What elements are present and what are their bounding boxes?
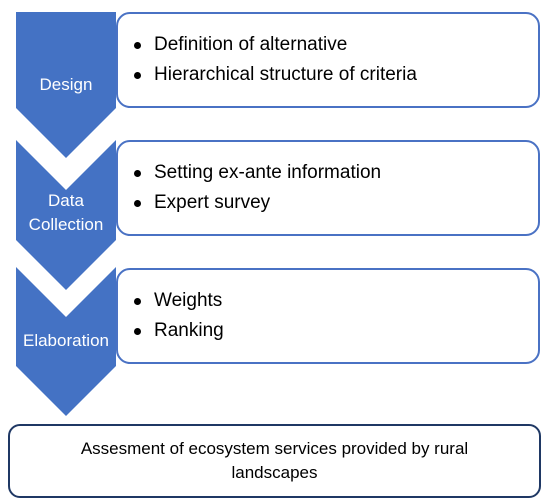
bullet-icon bbox=[134, 72, 141, 79]
list-item: Definition of alternative bbox=[118, 30, 538, 60]
bullet-text: Definition of alternative bbox=[154, 34, 348, 55]
bullet-text: Setting ex-ante information bbox=[154, 162, 382, 183]
outcome-box: Assesment of ecosystem services provided… bbox=[8, 424, 541, 498]
bullet-icon bbox=[134, 298, 141, 305]
step-box-elaboration: Weights Ranking bbox=[116, 268, 540, 364]
bullet-icon bbox=[134, 170, 141, 177]
step-label-data-collection-line-2: Collection bbox=[28, 215, 104, 234]
list-item: Setting ex-ante information bbox=[118, 158, 538, 188]
list-item: Hierarchical structure of criteria bbox=[118, 60, 538, 90]
outcome-text: Assesment of ecosystem services provided… bbox=[80, 439, 469, 482]
bullet-text: Weights bbox=[154, 290, 223, 311]
step-label-elaboration: Elaboration bbox=[22, 331, 109, 350]
step-box-data-collection: Setting ex-ante information Expert surve… bbox=[116, 140, 540, 236]
step-label-design: Design bbox=[39, 75, 93, 94]
bullet-text: Expert survey bbox=[154, 192, 271, 213]
bullet-icon bbox=[134, 328, 141, 335]
bullet-icon bbox=[134, 42, 141, 49]
step-label-data-collection-line-1: Data bbox=[48, 191, 84, 210]
bullet-text: Ranking bbox=[154, 320, 224, 341]
bullet-icon bbox=[134, 200, 141, 207]
bullet-text: Hierarchical structure of criteria bbox=[154, 64, 417, 85]
step-box-design: Definition of alternative Hierarchical s… bbox=[116, 12, 540, 108]
list-item: Weights bbox=[118, 286, 538, 316]
list-item: Ranking bbox=[118, 316, 538, 346]
list-item: Expert survey bbox=[118, 188, 538, 218]
